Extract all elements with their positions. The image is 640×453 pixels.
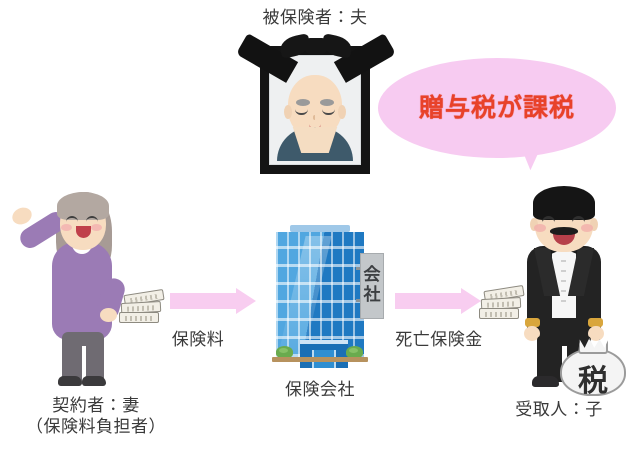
mourning-bow-knot-icon: [305, 38, 327, 54]
portrait-brow-right: [320, 99, 334, 106]
wife-shoe-left: [58, 376, 82, 386]
money-bag-neck: [578, 338, 608, 354]
arrow-head: [236, 288, 256, 314]
label-premium: 保険料: [171, 330, 225, 350]
label-contractor: 契約者：妻: [52, 396, 140, 416]
money-bag-character: 税: [578, 364, 608, 399]
label-insurance-company: 保険会社: [285, 380, 355, 400]
son-shoe-left: [532, 376, 559, 387]
portrait-eye-left: [295, 109, 308, 115]
son-cuff-right: [588, 318, 603, 327]
wife-hip-hand: [100, 308, 117, 322]
building-roof: [290, 225, 350, 232]
portrait-eye-right: [322, 109, 335, 115]
son-hair: [533, 186, 595, 220]
arrow-death-benefit-flow: [395, 288, 481, 314]
wife-shoe-right: [82, 376, 106, 386]
son-ear-left: [530, 218, 538, 231]
portrait-face: [284, 75, 346, 137]
shrub-left-icon: [276, 346, 293, 358]
wife-cheek-right: [91, 224, 102, 231]
sign-bracket-lower: [356, 299, 362, 302]
portrait-ear-right: [338, 105, 346, 119]
building-windows: [276, 232, 364, 357]
label-recipient: 受取人：子: [515, 400, 603, 420]
callout-bubble-tail: [514, 138, 544, 172]
shrub-right-icon: [346, 346, 363, 358]
portrait-brow-left: [296, 99, 310, 106]
memorial-portrait-icon: [235, 33, 397, 180]
son-mustache: [550, 227, 578, 235]
gift-tax-callout: 贈与税が課税: [378, 58, 616, 178]
money-bundle-icon: [119, 288, 165, 326]
banknote: [119, 312, 159, 323]
son-hand-left: [524, 326, 540, 341]
son-eye-left: [542, 216, 555, 226]
tax-money-bag-icon: 税: [558, 330, 628, 399]
building-vertical-sign: 会 社: [360, 253, 384, 319]
wife-leg-gap: [82, 346, 86, 382]
wife-trousers: [62, 332, 104, 382]
wife-eye-left: [66, 216, 78, 224]
building-base: [272, 357, 368, 362]
son-eye-right: [572, 216, 585, 226]
son-cheek-right: [581, 224, 593, 232]
arrow-head: [461, 288, 481, 314]
son-ear-right: [590, 218, 598, 231]
money-bundle-icon: [479, 284, 525, 322]
son-mouth: [553, 233, 575, 245]
woman-character-icon: [8, 190, 128, 390]
money-bag-body: [560, 348, 626, 396]
son-shirt-studs: [561, 260, 566, 308]
wife-hair-top: [57, 192, 109, 220]
arrow-premium-flow: [170, 288, 256, 314]
label-contractor-sub: （保険料負担者）: [26, 417, 166, 438]
son-cuff-left: [525, 318, 540, 327]
wife-eye-right: [86, 216, 98, 224]
callout-bubble-shape: [378, 58, 616, 158]
wife-cheek-left: [61, 224, 72, 231]
label-insured-person: 被保険者：夫: [262, 8, 368, 28]
wife-mouth: [76, 226, 91, 238]
son-cheek-left: [534, 224, 546, 232]
callout-text: 贈与税が課税: [418, 93, 575, 122]
wife-raised-hand: [9, 204, 35, 228]
sign-char-2: 社: [363, 285, 381, 305]
sign-bracket-upper: [356, 267, 362, 270]
portrait-nose: [313, 115, 319, 120]
arrow-shaft: [170, 293, 236, 309]
building-entrance: [300, 340, 348, 368]
portrait-ear-left: [284, 105, 292, 119]
insurance-company-building-icon: 会 社: [272, 225, 384, 373]
son-hand-right: [588, 326, 604, 341]
arrow-shaft: [395, 293, 461, 309]
label-contractor-block: 契約者：妻 （保険料負担者）: [2, 396, 190, 439]
label-death-benefit: 死亡保険金: [395, 330, 483, 350]
sign-char-1: 会: [363, 265, 381, 286]
building-body: [276, 232, 364, 368]
banknote: [479, 308, 519, 319]
